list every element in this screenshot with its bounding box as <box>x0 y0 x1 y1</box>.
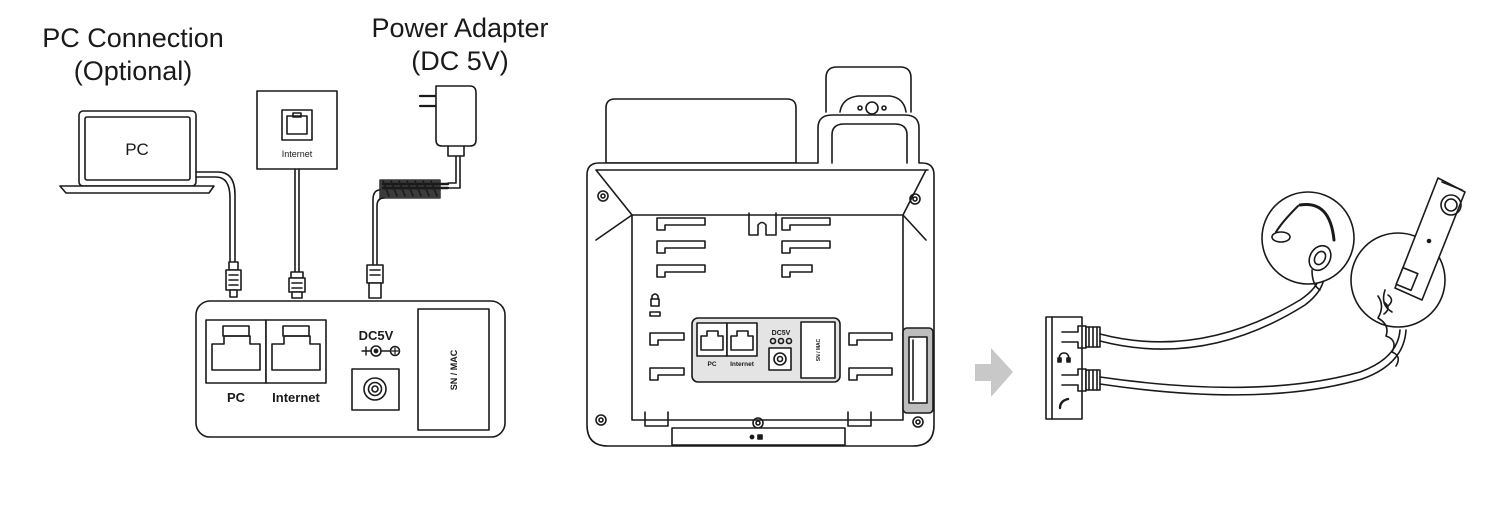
power-adapter-caption: Power Adapter (DC 5V) <box>355 12 565 78</box>
pc-connection-caption-line2: (Optional) <box>73 56 193 86</box>
headset-icon <box>1261 191 1355 291</box>
headset-cord <box>1099 274 1321 343</box>
panel-internet-port <box>265 319 327 384</box>
flow-arrow <box>975 348 1013 397</box>
panel-dc-jack <box>351 368 400 411</box>
handset-icon <box>1350 177 1466 367</box>
panel-sn-mac-label: SN / MAC <box>449 349 459 390</box>
handset-cord <box>1099 329 1401 389</box>
wall-jack-icon: Internet <box>256 90 338 170</box>
phone-back-view <box>586 66 935 447</box>
panel-dc-label: DC5V <box>359 328 394 343</box>
panel-internet-label: Internet <box>272 390 320 405</box>
power-adapter-caption-line1: Power Adapter <box>371 13 549 43</box>
phone-sn-mac-label: SN / MAC <box>816 338 822 361</box>
laptop-pc-label: PC <box>125 140 149 159</box>
pc-connection-caption-line1: PC Connection <box>42 23 224 53</box>
phone-internet-label: Internet <box>730 361 755 368</box>
panel-pc-port <box>205 319 267 384</box>
pc-cable <box>195 171 242 298</box>
port-panel: SN / MAC <box>195 300 506 438</box>
phone-pc-label: PC <box>707 361 716 368</box>
pc-connection-caption: PC Connection (Optional) <box>28 22 238 88</box>
power-adapter-icon <box>366 85 477 299</box>
wall-jack-label: Internet <box>282 149 313 159</box>
panel-pc-label: PC <box>227 390 246 405</box>
headset-jack-icon <box>1057 352 1071 363</box>
lock-icon <box>649 293 661 317</box>
panel-sn-mac-area <box>417 308 490 431</box>
laptop-icon: PC <box>59 110 215 194</box>
handset-jack-icon <box>1058 397 1070 410</box>
internet-cable <box>288 168 306 299</box>
jack-detail <box>1045 316 1101 420</box>
phone-dc-label: DC5V <box>772 330 791 337</box>
power-adapter-caption-line2: (DC 5V) <box>411 46 509 76</box>
